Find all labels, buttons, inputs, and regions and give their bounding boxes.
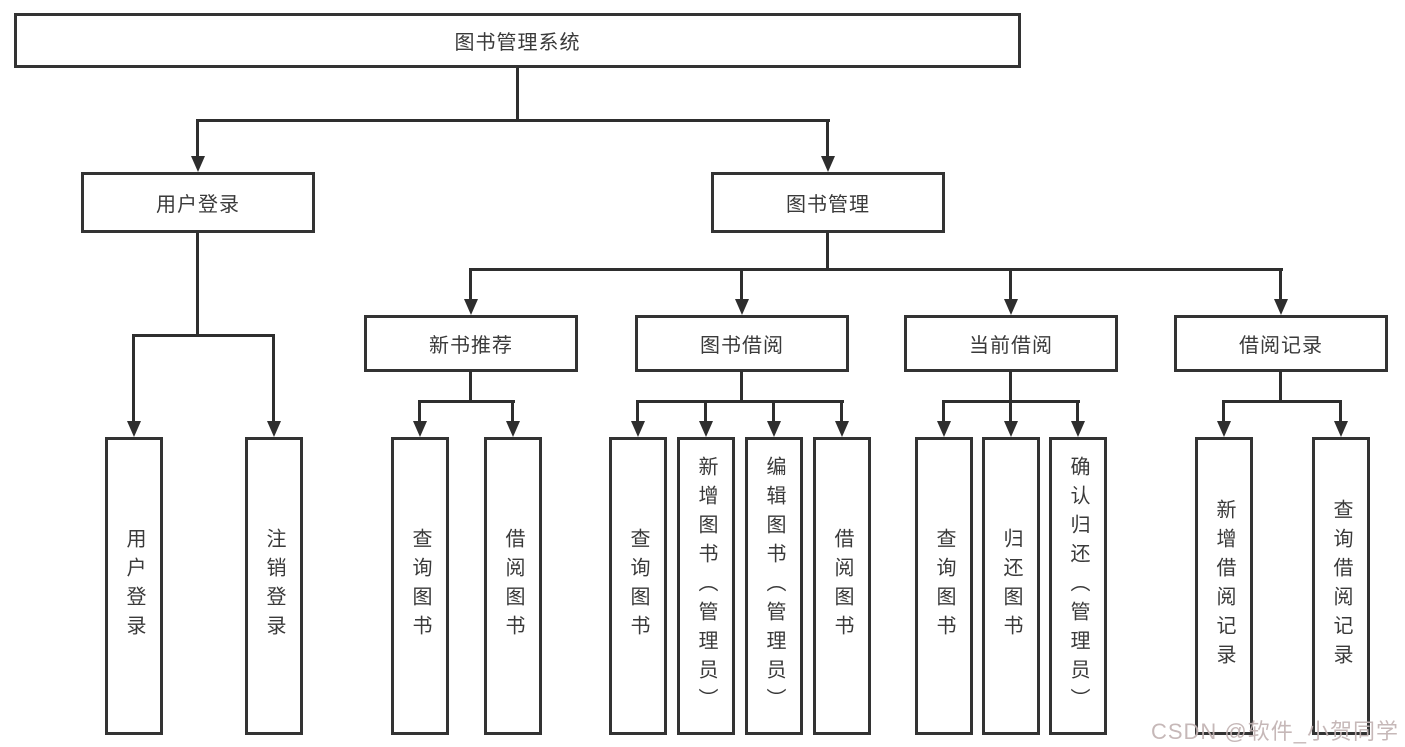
connector-to-leaf [942, 400, 945, 423]
arrow-down-icon [1274, 299, 1288, 315]
connector-to-leaf [1076, 400, 1079, 423]
arrow-down-icon [631, 421, 645, 437]
arrow-down-icon [767, 421, 781, 437]
leaf-label: 查询图书 [933, 528, 955, 644]
node-label: 借阅记录 [1239, 335, 1323, 357]
connector-management-stub [826, 233, 829, 271]
leaf-query-books-recommend: 查询图书 [391, 437, 449, 735]
connector-to-section [1009, 268, 1012, 301]
leaf-borrow-books-recommend: 借阅图书 [484, 437, 542, 735]
leaf-label: 确认归还（管理员） [1067, 455, 1089, 717]
arrow-down-icon [1217, 421, 1231, 437]
leaf-label: 新增借阅记录 [1213, 499, 1235, 673]
leaf-label: 借阅图书 [502, 528, 524, 644]
leaf-label: 归还图书 [1000, 528, 1022, 644]
connector-to-login [196, 119, 199, 158]
connector-section-split [1222, 400, 1342, 403]
connector-to-leaf [272, 334, 275, 423]
arrow-down-icon [1334, 421, 1348, 437]
node-current-borrow: 当前借阅 [904, 315, 1118, 372]
connector-section-stub [1279, 371, 1282, 403]
connector-to-section [1279, 268, 1282, 301]
arrow-down-icon [191, 156, 205, 172]
node-book-borrow: 图书借阅 [635, 315, 849, 372]
connector-to-leaf [132, 334, 135, 423]
arrow-down-icon [267, 421, 281, 437]
node-new-book-recommend: 新书推荐 [364, 315, 578, 372]
leaf-borrow-books: 借阅图书 [813, 437, 871, 735]
arrow-down-icon [835, 421, 849, 437]
connector-to-leaf [636, 400, 639, 423]
connector-to-leaf [772, 400, 775, 423]
leaf-add-borrow-record: 新增借阅记录 [1195, 437, 1253, 735]
node-user-login: 用户登录 [81, 172, 315, 233]
arrow-down-icon [506, 421, 520, 437]
connector-login-split [132, 334, 275, 337]
connector-to-leaf [840, 400, 843, 423]
arrow-down-icon [1004, 421, 1018, 437]
connector-root-stub [516, 68, 519, 121]
node-library-management-system: 图书管理系统 [14, 13, 1021, 68]
leaf-label: 用户登录 [123, 528, 145, 644]
node-label: 图书管理 [786, 194, 870, 216]
arrow-down-icon [1004, 299, 1018, 315]
connector-root-split [196, 119, 830, 122]
leaf-logout-login: 注销登录 [245, 437, 303, 735]
connector-to-leaf [1222, 400, 1225, 423]
connector-to-leaf [418, 400, 421, 423]
arrow-down-icon [735, 299, 749, 315]
connector-to-leaf [1339, 400, 1342, 423]
connector-to-leaf [511, 400, 514, 423]
leaf-query-borrow-record: 查询借阅记录 [1312, 437, 1370, 735]
node-label: 图书管理系统 [454, 32, 581, 54]
leaf-label: 借阅图书 [831, 528, 853, 644]
connector-to-section [740, 268, 743, 301]
connector-to-management [826, 119, 829, 158]
leaf-label: 注销登录 [263, 528, 285, 644]
leaf-edit-books-admin: 编辑图书（管理员） [745, 437, 803, 735]
arrow-down-icon [127, 421, 141, 437]
arrow-down-icon [699, 421, 713, 437]
connector-section-stub [469, 371, 472, 403]
leaf-query-books-borrow: 查询图书 [609, 437, 667, 735]
leaf-user-login: 用户登录 [105, 437, 163, 735]
node-book-management: 图书管理 [711, 172, 945, 233]
arrow-down-icon [464, 299, 478, 315]
leaf-label: 查询借阅记录 [1330, 499, 1352, 673]
connector-to-leaf [1009, 400, 1012, 423]
csdn-watermark: CSDN @软件_小贺同学 [1150, 719, 1399, 744]
connector-section-stub [740, 371, 743, 403]
node-borrow-records: 借阅记录 [1174, 315, 1388, 372]
connector-section-split [418, 400, 515, 403]
node-label: 用户登录 [156, 194, 240, 216]
arrow-down-icon [413, 421, 427, 437]
node-label: 当前借阅 [969, 335, 1053, 357]
connector-section-split [636, 400, 844, 403]
node-label: 新书推荐 [429, 335, 513, 357]
connector-to-leaf [704, 400, 707, 423]
arrow-down-icon [937, 421, 951, 437]
arrow-down-icon [821, 156, 835, 172]
arrow-down-icon [1071, 421, 1085, 437]
leaf-label: 编辑图书（管理员） [763, 455, 785, 717]
node-label: 图书借阅 [700, 335, 784, 357]
connector-section-stub [1009, 371, 1012, 403]
leaf-add-books-admin: 新增图书（管理员） [677, 437, 735, 735]
leaf-query-books-current: 查询图书 [915, 437, 973, 735]
leaf-return-books: 归还图书 [982, 437, 1040, 735]
leaf-confirm-return-admin: 确认归还（管理员） [1049, 437, 1107, 735]
connector-management-split [469, 268, 1283, 271]
leaf-label: 新增图书（管理员） [695, 455, 717, 717]
connector-login-stub [196, 233, 199, 336]
connector-to-section [469, 268, 472, 301]
leaf-label: 查询图书 [409, 528, 431, 644]
leaf-label: 查询图书 [627, 528, 649, 644]
